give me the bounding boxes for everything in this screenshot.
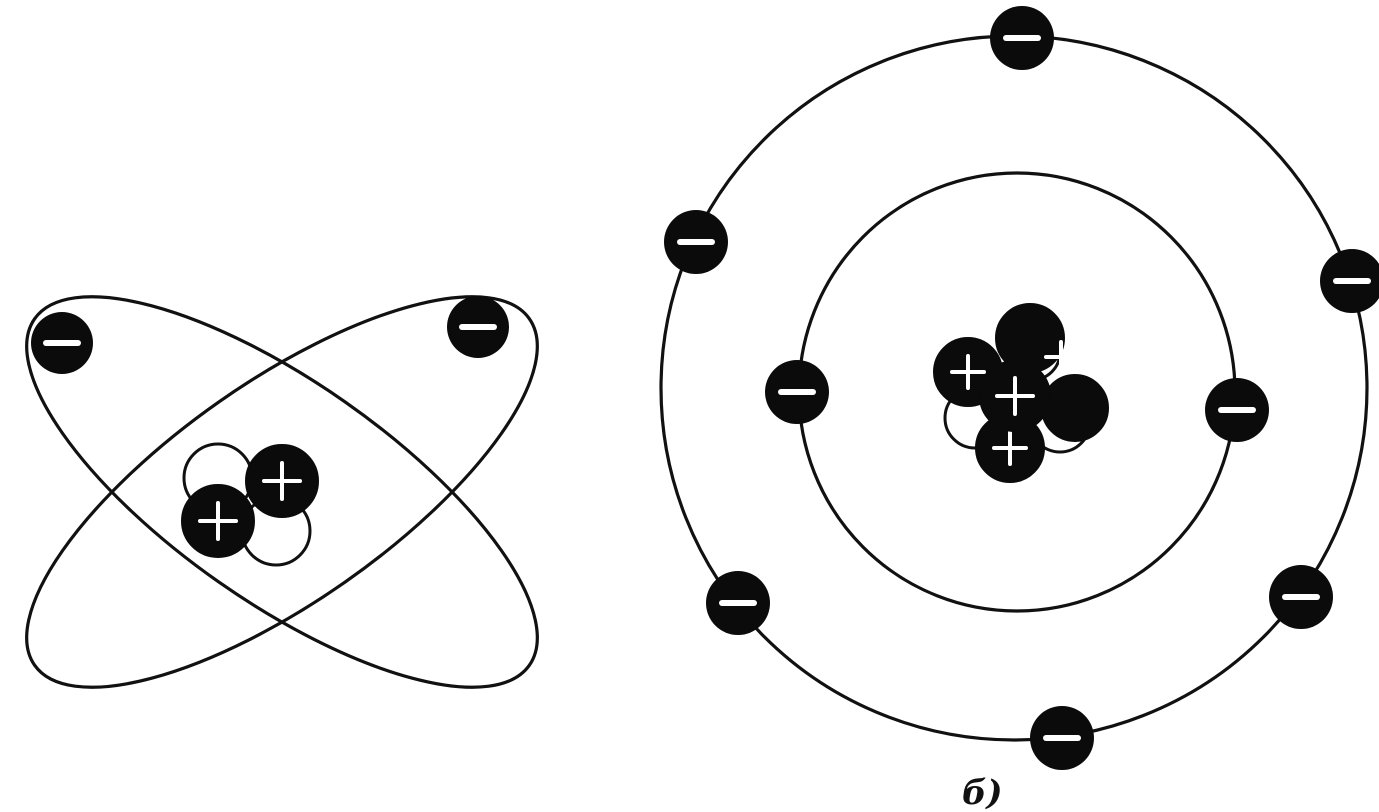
right-atom: [661, 6, 1379, 770]
electron: [706, 571, 770, 635]
left-nucleus: [182, 444, 318, 565]
electron: [990, 6, 1054, 70]
proton: [1042, 375, 1108, 441]
electron: [765, 360, 829, 424]
electron: [664, 210, 728, 274]
right-nucleus: [934, 304, 1108, 482]
figure-caption: б): [962, 773, 1003, 812]
electron: [1030, 706, 1094, 770]
proton: [980, 361, 1050, 431]
proton: [182, 485, 254, 557]
proton: [246, 445, 318, 517]
left-atom: [0, 229, 592, 756]
electron: [447, 296, 509, 358]
electron: [31, 312, 93, 374]
electron: [1205, 378, 1269, 442]
electron: [1269, 565, 1333, 629]
electron: [1320, 249, 1379, 313]
